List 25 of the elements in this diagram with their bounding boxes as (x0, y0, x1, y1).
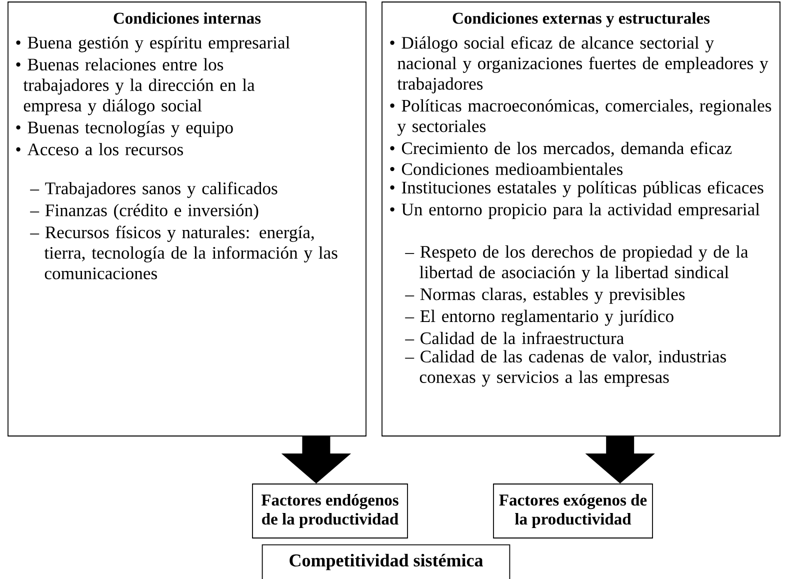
text-panel (8, 2, 366, 436)
list-item: • Crecimiento de los mercados, demanda eficaz (390, 142, 732, 157)
list-item: – Trabajadores sanos y calificados (30, 182, 278, 198)
list-item: – Normas claras, estables y previsibles (405, 288, 685, 304)
list-item: – Finanzas (crédito e inversión) (30, 204, 258, 220)
list-item: – Recursos físicos y naturales: energía, tierra, tecnología de la información y las comunicaciones (30, 226, 338, 280)
list-item: – Calidad de la infraestructura (405, 332, 624, 344)
list-item: – Respeto de los derechos de propiedad y de la libertad de asociación y la libertad sindical (405, 245, 748, 282)
list-item: • Buena gestión y espíritu empresarial (16, 36, 290, 52)
list-item: • Acceso a los recursos (16, 142, 183, 156)
panel-heading: Condiciones internas (114, 12, 261, 24)
list-item: – El entorno reglamentario y jurídico (405, 310, 674, 326)
list-item: • Diálogo social eficaz de alcance sectorial y nacional y organizaciones fuertes de empleadores y trabajadores (390, 36, 768, 94)
list-item: – Calidad de las cadenas de valor, industrias conexas y servicios a las empresas (405, 350, 726, 387)
list-item: • Un entorno propicio para la actividad empresarial (390, 203, 760, 219)
list-item: • Buenas relaciones entre los trabajadores y la dirección en la empresa y diálogo social (16, 58, 255, 116)
list-item: • Políticas macroeconómicas, comerciales, regionales y sectoriales (390, 99, 772, 136)
list-item: • Instituciones estatales y políticas públicas eficaces (390, 180, 764, 198)
result-box: Factores exógenos de la productividad (493, 484, 653, 538)
list-item: • Condiciones medioambientales (390, 162, 623, 176)
result-box: Factores endógenos de la productividad (252, 484, 408, 538)
title-tab: Competitividad sistémica (262, 544, 510, 579)
panel-heading: Condiciones externas y estructurales (452, 12, 710, 28)
list-item: • Buenas tecnologías y equipo (16, 121, 233, 138)
text-panel (382, 2, 780, 436)
